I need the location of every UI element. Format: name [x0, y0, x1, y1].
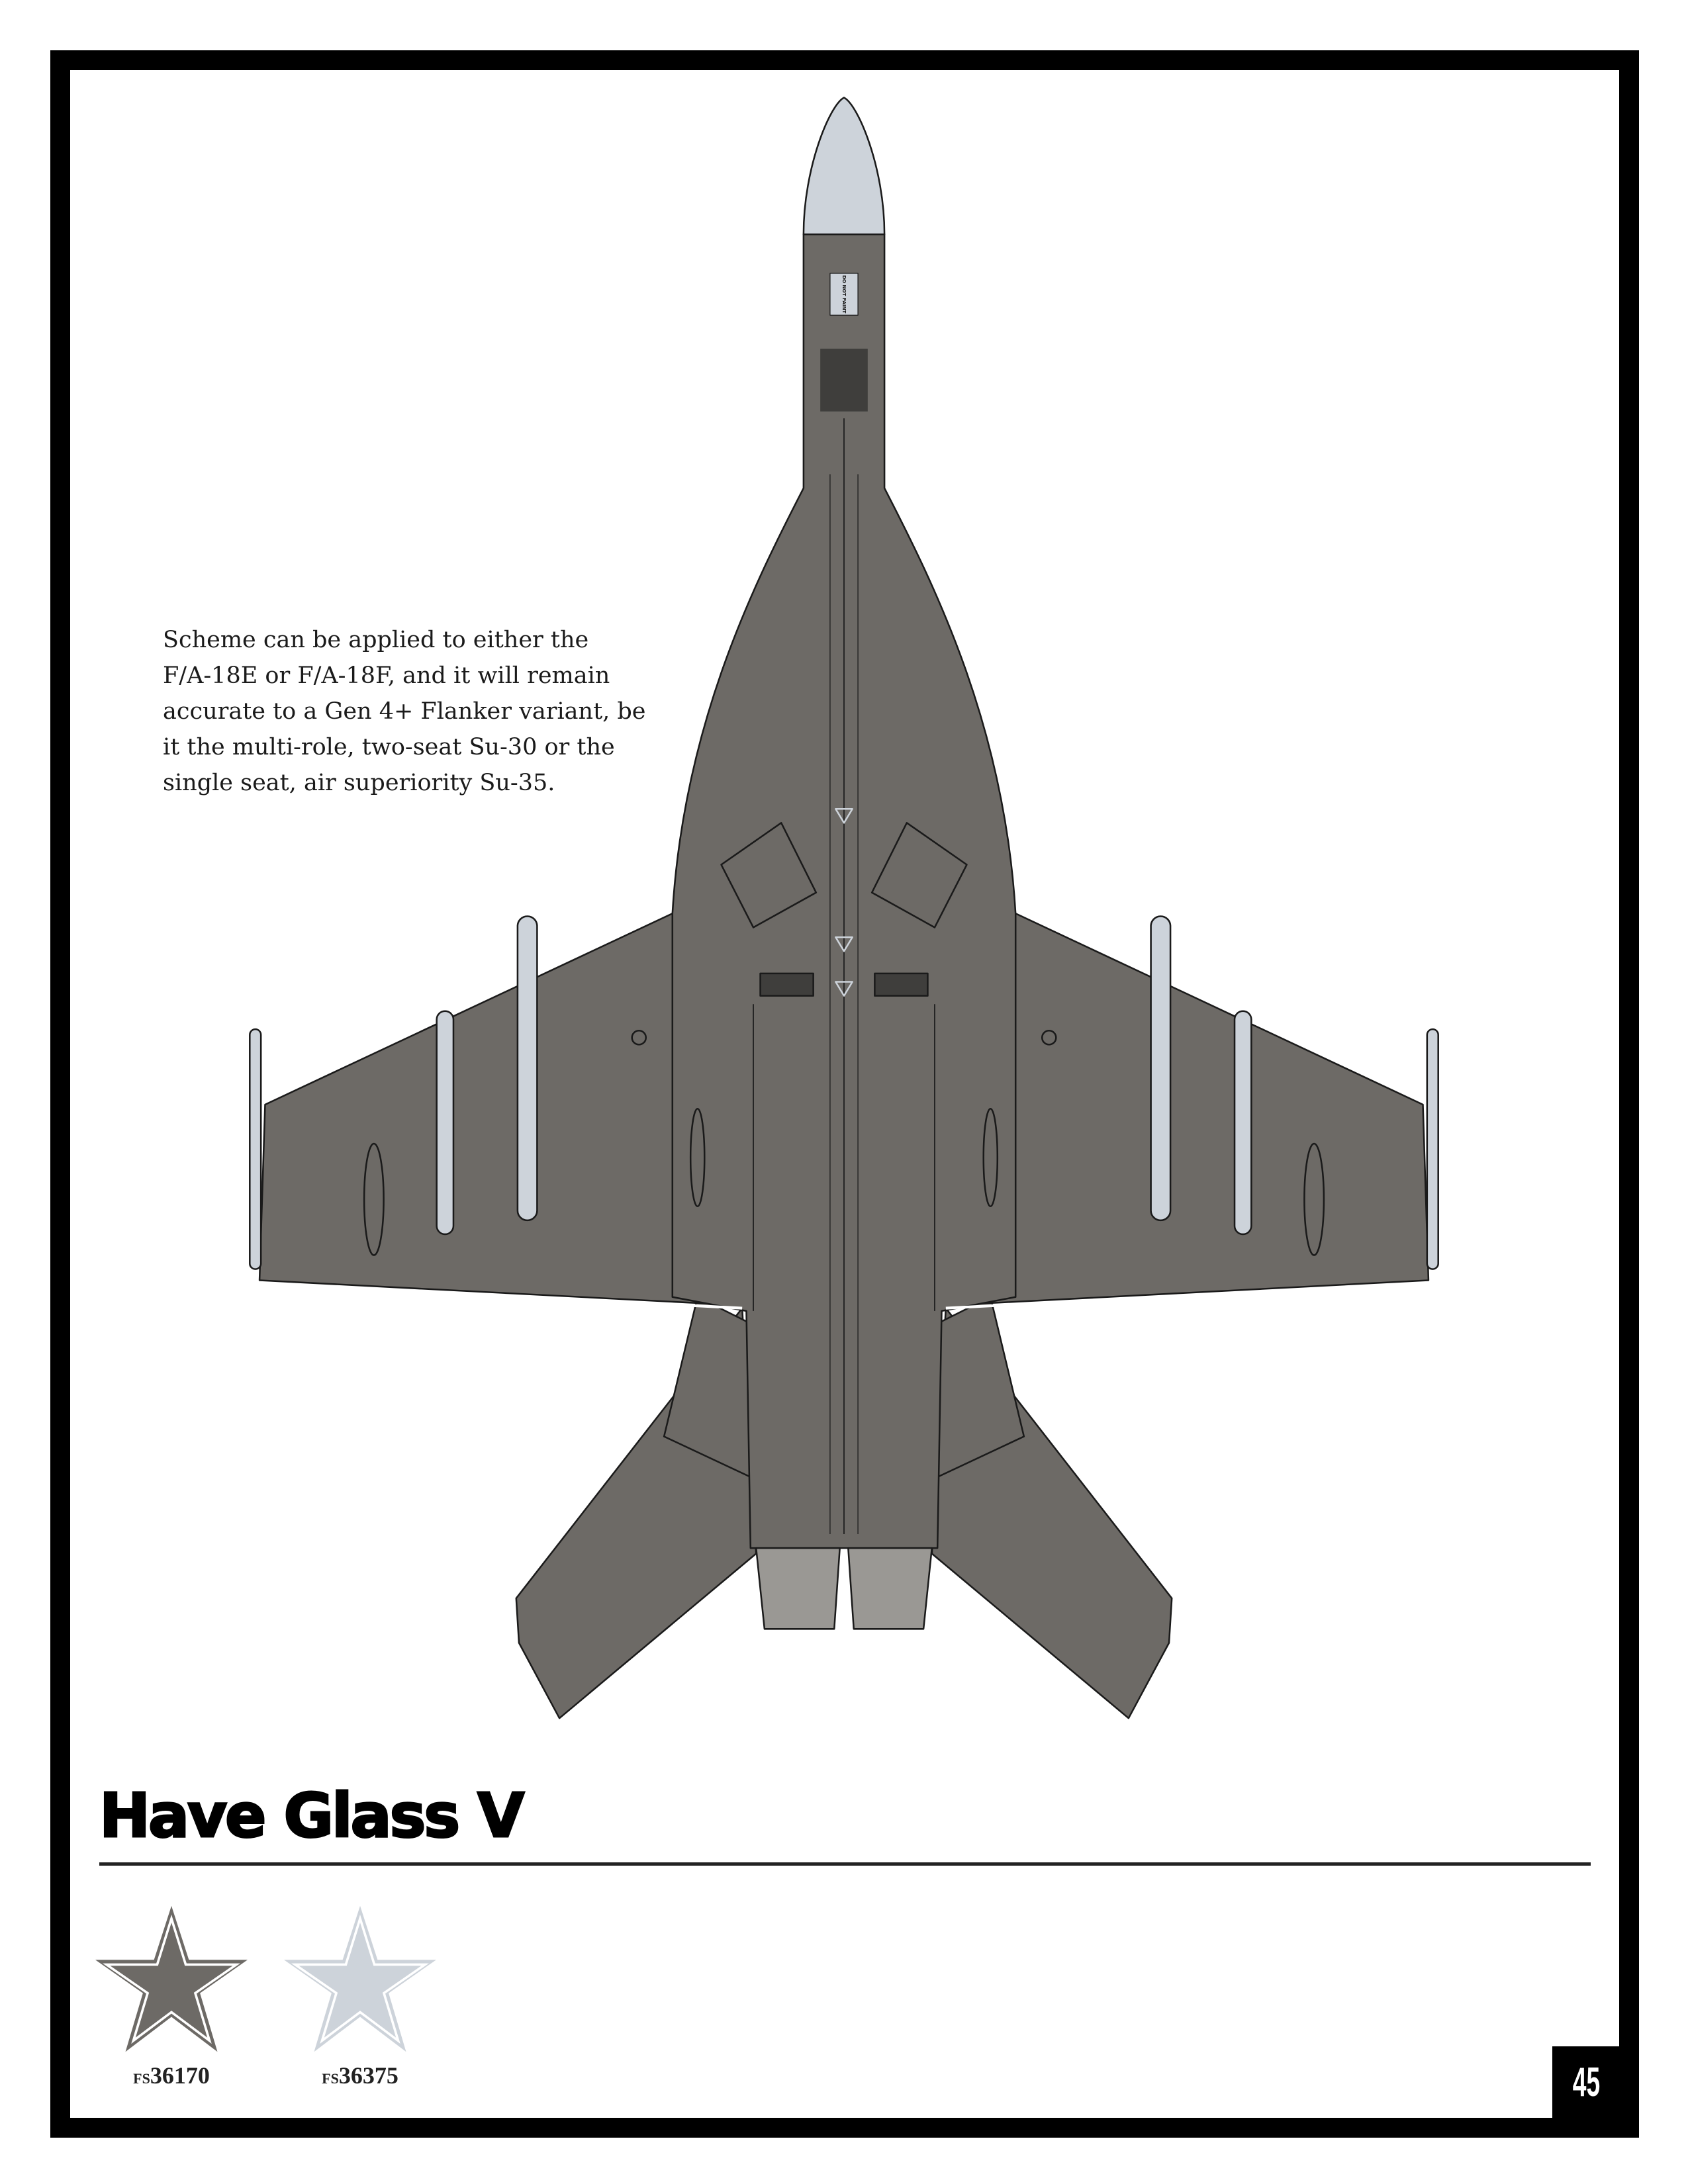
- left-outer-fuel-tank: [436, 1010, 455, 1236]
- right-vent: [874, 972, 929, 997]
- panel-line: [753, 1004, 935, 1311]
- page-number-box: 45: [1552, 2046, 1620, 2118]
- left-wing: [258, 913, 743, 1306]
- color-swatch-fs36375: FS36375: [281, 1903, 440, 2089]
- description-line: Scheme can be applied to either the: [163, 627, 589, 653]
- swatch-label: FS36170: [92, 2062, 251, 2089]
- color-swatch-fs36170: FS36170: [92, 1903, 251, 2089]
- title-divider: [99, 1862, 1591, 1866]
- right-wing: [945, 913, 1430, 1306]
- description-line: single seat, air superiority Su-35.: [163, 770, 555, 796]
- left-outer-store: [363, 1142, 385, 1256]
- radome: [802, 97, 886, 236]
- left-vent: [759, 972, 814, 997]
- right-inner-fuel-tank: [1150, 915, 1172, 1222]
- swatch-prefix: FS: [322, 2070, 339, 2087]
- right-outer-fuel-tank: [1233, 1010, 1252, 1236]
- left-inner-store: [689, 1108, 706, 1208]
- description-line: F/A-18E or F/A-18F, and it will remain: [163, 662, 610, 689]
- scheme-title: Have Glass V: [98, 1780, 525, 1852]
- right-wingtip-missile: [1426, 1028, 1439, 1270]
- right-nozzle: [847, 1547, 933, 1630]
- right-intake: [870, 822, 968, 929]
- scheme-description: Scheme can be applied to either the F/A-…: [163, 622, 666, 801]
- star-swatch-icon: [95, 1905, 248, 2052]
- description-line: accurate to a Gen 4+ Flanker variant, be: [163, 698, 646, 725]
- stencil-text: DO NOT PAINT: [841, 275, 847, 314]
- left-wingtip-missile: [249, 1028, 262, 1270]
- page-number: 45: [1572, 2059, 1601, 2105]
- swatch-code: 36170: [150, 2062, 210, 2089]
- right-trailing-edge: [945, 1281, 1423, 1310]
- left-wing-port: [631, 1030, 647, 1046]
- swatch-prefix: FS: [133, 2070, 150, 2087]
- right-inner-store: [982, 1108, 999, 1208]
- right-wing-port: [1041, 1030, 1057, 1046]
- left-intake: [720, 822, 818, 929]
- walkway-triangles: [835, 807, 853, 997]
- left-trailing-edge: [265, 1281, 743, 1310]
- right-outer-store: [1303, 1142, 1325, 1256]
- left-inner-fuel-tank: [516, 915, 538, 1222]
- swatch-label: FS36375: [281, 2062, 440, 2089]
- star-swatch-icon: [284, 1905, 436, 2052]
- do-not-paint-stencil: [829, 273, 859, 316]
- left-nozzle: [755, 1547, 841, 1630]
- description-line: it the multi-role, two-seat Su-30 or the: [163, 734, 615, 760]
- swatch-code: 36375: [338, 2062, 399, 2089]
- cockpit-panel: [820, 348, 868, 412]
